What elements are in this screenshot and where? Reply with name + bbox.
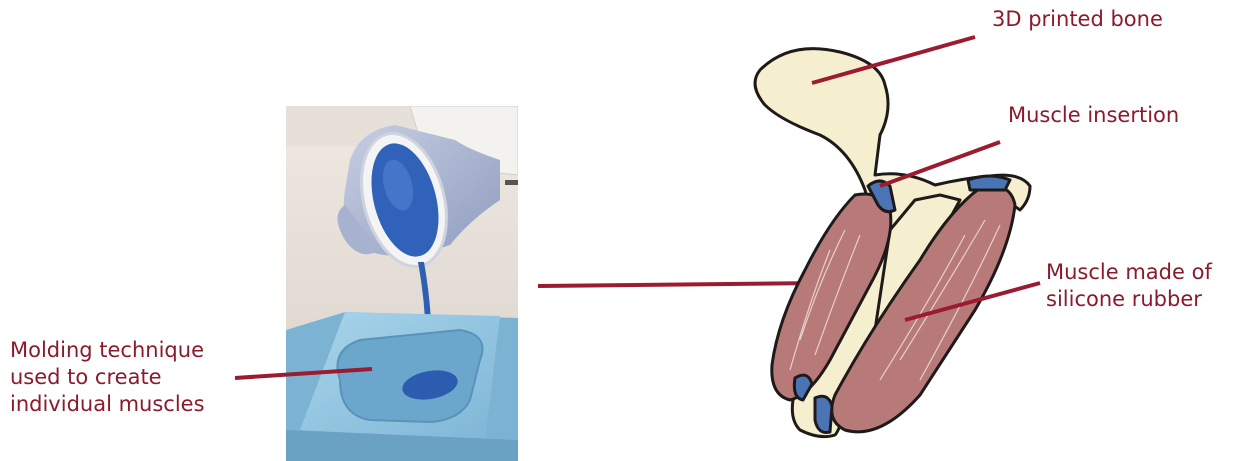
- leader-photo-to-drawing: [538, 283, 820, 286]
- label-muscle-silicone: Muscle made of silicone rubber: [1046, 259, 1212, 313]
- label-molding-technique: Molding technique used to create individ…: [10, 337, 205, 418]
- insertion-top-right: [968, 176, 1010, 190]
- molding-photo: [286, 106, 518, 461]
- bone-muscle-drawing: [755, 49, 1030, 437]
- insertion-bottom-right: [815, 396, 832, 432]
- label-muscle-insertion: Muscle insertion: [1008, 102, 1179, 129]
- mold-cavity: [338, 330, 483, 422]
- label-3d-printed-bone: 3D printed bone: [992, 6, 1163, 33]
